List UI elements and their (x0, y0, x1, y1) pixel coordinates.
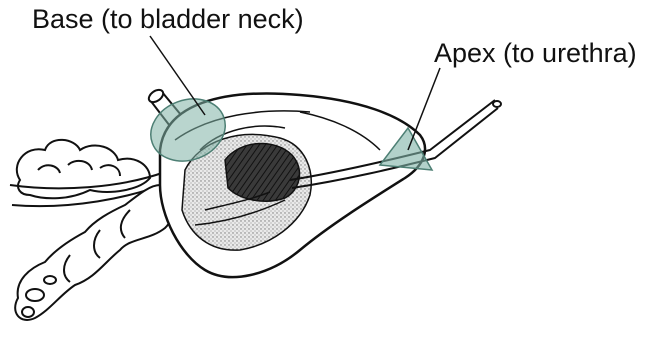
base-label: Base (to bladder neck) (32, 6, 304, 33)
apex-leader-line (408, 68, 440, 150)
apex-label: Apex (to urethra) (434, 40, 637, 67)
seminal-vesicle-upper (17, 140, 150, 198)
